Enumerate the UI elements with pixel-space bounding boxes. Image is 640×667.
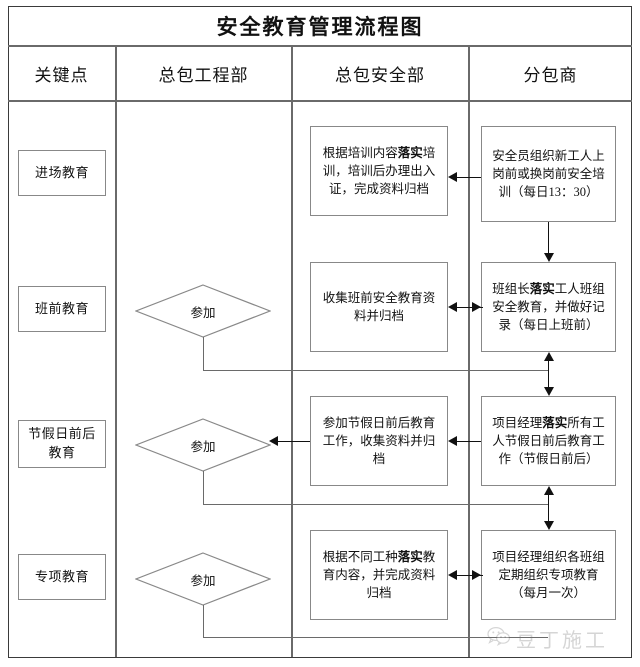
connector-diamond1-down xyxy=(203,337,205,371)
arrowhead-sub2-right xyxy=(472,302,481,312)
arrowhead-sub4-down xyxy=(544,521,554,530)
safety-box-4[interactable]: 根据不同工种落实教育内容，并完成资料归档 xyxy=(310,530,448,620)
engineering-diamond-2[interactable]: 参加 xyxy=(135,418,271,472)
arrowhead-sub3-up xyxy=(544,486,554,495)
safety-box-1-post: 培训，培训后办理出入证，完成资料归档 xyxy=(322,145,436,197)
engineering-diamond-1-label: 参加 xyxy=(190,305,216,320)
connector-diamond2-down xyxy=(203,471,205,505)
arrowhead-sub2-up xyxy=(544,352,554,361)
column-divider-1 xyxy=(115,46,117,657)
arrowhead-safety2-left xyxy=(448,302,457,312)
column-header-subcontractor: 分包商 xyxy=(523,65,578,85)
connector-diamond1-right xyxy=(203,370,548,372)
connector-sub1-to-sub2 xyxy=(548,222,550,253)
safety-box-4-bold: 落实 xyxy=(397,549,423,564)
connector-sub3-to-safety3 xyxy=(457,441,481,443)
connector-sub3-sub4 xyxy=(548,488,550,528)
safety-box-2[interactable]: 收集班前安全教育资料并归档 xyxy=(310,262,448,352)
column-header-engineering: 总包工程部 xyxy=(158,65,249,85)
arrowhead-safety1-left xyxy=(448,172,457,182)
arrowhead-sub3-down xyxy=(544,387,554,396)
subcontractor-box-3[interactable]: 项目经理落实所有工人节假日前后教育工作（节假日前后） xyxy=(481,396,616,486)
engineering-diamond-2-label: 参加 xyxy=(190,439,216,454)
arrowhead-sub4-right xyxy=(472,570,481,580)
wechat-icon xyxy=(487,626,511,651)
engineering-diamond-3[interactable]: 参加 xyxy=(135,552,271,606)
subcontractor-box-3-pre: 项目经理 xyxy=(492,415,543,430)
safety-box-2-post: 收集班前安全教育资料并归档 xyxy=(322,290,436,323)
subcontractor-box-4[interactable]: 项目经理组织各班组定期组织专项教育（每月一次） xyxy=(481,530,616,620)
header-separator xyxy=(8,100,632,102)
safety-box-4-post: 教育内容，并完成资料归档 xyxy=(322,549,436,601)
watermark: 豆丁施工 xyxy=(487,624,608,653)
safety-box-3[interactable]: 参加节假日前后教育工作，收集资料并归档 xyxy=(310,396,448,486)
safety-box-3-post: 参加节假日前后教育工作，收集资料并归档 xyxy=(322,415,436,467)
key-point-box-4[interactable]: 专项教育 xyxy=(18,554,106,600)
subcontractor-box-2-pre: 班组长 xyxy=(492,281,530,296)
column-divider-2 xyxy=(291,46,293,657)
key-point-box-1[interactable]: 进场教育 xyxy=(18,150,106,196)
key-point-box-3[interactable]: 节假日前后教育 xyxy=(18,420,106,468)
watermark-text: 豆丁施工 xyxy=(516,630,608,652)
subcontractor-box-3-bold: 落实 xyxy=(542,415,568,430)
connector-diamond3-right xyxy=(203,637,548,639)
engineering-diamond-1[interactable]: 参加 xyxy=(135,284,271,338)
safety-box-1-pre: 根据培训内容 xyxy=(322,145,398,160)
connector-diamond2-right xyxy=(203,504,548,506)
connector-diamond3-down xyxy=(203,605,205,638)
arrowhead-safety4-left xyxy=(448,570,457,580)
safety-box-1-bold: 落实 xyxy=(397,145,423,160)
connector-safety4-sub4 xyxy=(455,575,483,577)
subcontractor-box-4-post: 项目经理组织各班组定期组织专项教育（每月一次） xyxy=(492,549,605,601)
arrowhead-safety3-left xyxy=(448,436,457,446)
connector-sub1-to-safety1 xyxy=(457,177,481,179)
column-header-safety: 总包安全部 xyxy=(335,65,425,85)
title-separator xyxy=(8,45,632,47)
column-header-key-point: 关键点 xyxy=(34,65,89,85)
subcontractor-box-1[interactable]: 安全员组织新工人上岗前或换岗前安全培训（每日13：30） xyxy=(481,126,616,222)
safety-box-4-pre: 根据不同工种 xyxy=(322,549,398,564)
connector-sub2-sub3 xyxy=(548,354,550,394)
subcontractor-box-2-post: 工人班组安全教育，并做好记录（每日上班前） xyxy=(492,281,605,333)
connector-safety3-to-diamond2 xyxy=(278,441,310,443)
safety-box-1[interactable]: 根据培训内容落实培训，培训后办理出入证，完成资料归档 xyxy=(310,126,448,216)
connector-safety2-sub2 xyxy=(455,307,483,309)
arrowhead-sub2-down xyxy=(544,253,554,262)
subcontractor-box-2[interactable]: 班组长落实工人班组安全教育，并做好记录（每日上班前） xyxy=(481,262,616,352)
engineering-diamond-3-label: 参加 xyxy=(190,573,216,588)
subcontractor-box-2-bold: 落实 xyxy=(529,281,555,296)
arrowhead-diamond2-left xyxy=(269,436,278,446)
column-divider-3 xyxy=(468,46,470,657)
subcontractor-box-1-post: 安全员组织新工人上岗前或换岗前安全培训（每日13：30） xyxy=(492,148,605,200)
page-title: 安全教育管理流程图 xyxy=(216,15,424,39)
table-frame xyxy=(8,6,632,658)
key-point-box-2[interactable]: 班前教育 xyxy=(18,286,106,332)
subcontractor-box-3-post: 所有工人节假日前后教育工作（节假日前后） xyxy=(492,415,605,467)
